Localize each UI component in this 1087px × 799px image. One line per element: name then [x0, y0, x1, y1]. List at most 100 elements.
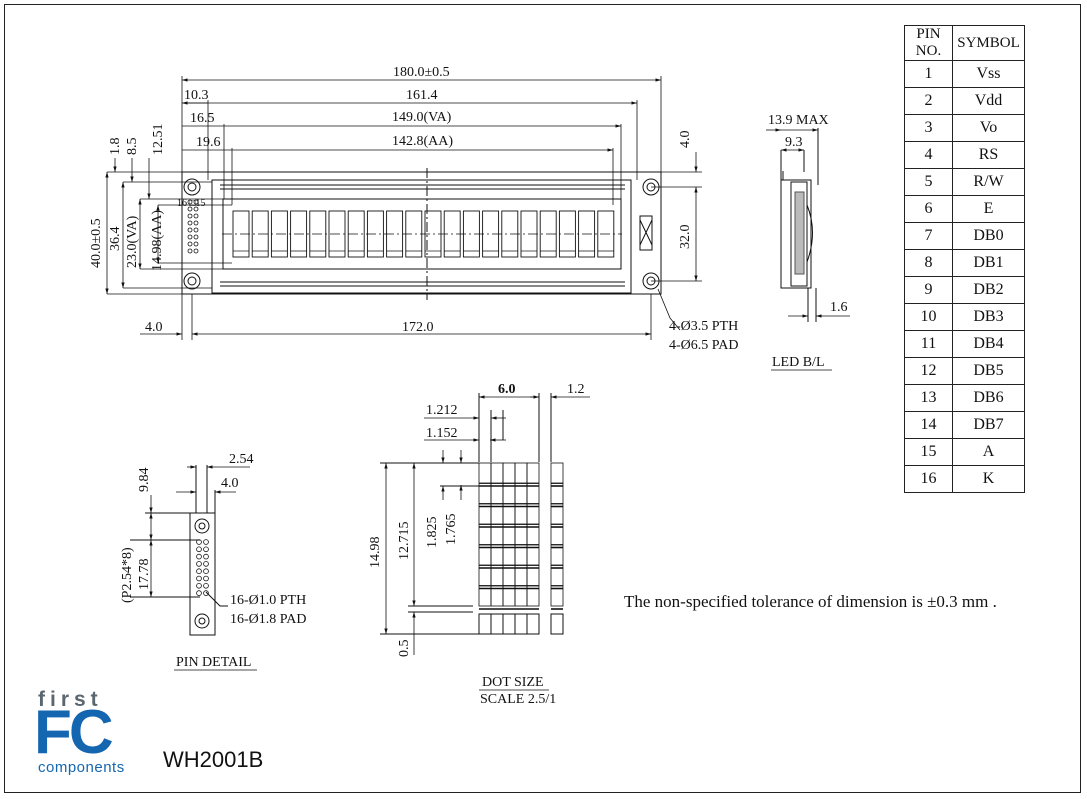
- mounting-hole: [183, 178, 201, 196]
- connector-pin: [196, 590, 202, 596]
- dim-top-4-0: 4.0: [678, 131, 693, 149]
- connector-pin: [203, 575, 209, 582]
- pin-detail-4-0: 4.0: [221, 476, 239, 491]
- pin-symbol-cell: Vss: [952, 60, 1025, 88]
- mounting-hole: [183, 272, 201, 290]
- pin-symbol-cell: DB5: [952, 357, 1025, 385]
- pin-symbol-cell: DB1: [952, 249, 1025, 277]
- pin-number-cell: 8: [904, 249, 953, 277]
- pin-number-cell: 5: [904, 168, 953, 196]
- pin-symbol-cell: DB7: [952, 411, 1025, 439]
- dot: [550, 524, 564, 545]
- pin-detail-caption: PIN DETAIL: [176, 655, 251, 670]
- connector-pin: [187, 241, 193, 247]
- side-caption: LED B/L: [772, 355, 825, 370]
- logo-first-text: first: [38, 688, 103, 711]
- dim-va-height: 23.0(VA): [125, 215, 140, 268]
- drawing-frame: [4, 4, 1081, 793]
- connector-pin: [196, 568, 202, 574]
- dot-size-labels: 6.0 1.2 1.212 1.152 14.98 12.715 1.825 1…: [368, 382, 585, 707]
- pin-number-cell: 10: [904, 303, 953, 331]
- connector-pin: [203, 561, 209, 567]
- dot-cursor: 0.5: [397, 640, 412, 658]
- pin-detail: [130, 465, 250, 636]
- pin-symbol-cell: DB0: [952, 222, 1025, 250]
- pin-number-cell: 16: [904, 465, 953, 493]
- bezel: [211, 179, 632, 294]
- side-view-labels: 13.9 MAX 9.3 1.6 LED B/L: [768, 113, 848, 371]
- pin-number-cell: 7: [904, 222, 953, 250]
- connector-pin: [193, 199, 199, 205]
- dot-caption: DOT SIZE: [482, 675, 544, 690]
- connector-pin: [203, 568, 209, 574]
- connector-pin: [196, 546, 202, 553]
- pin-number-cell: 1: [904, 60, 953, 88]
- table-header-row: PIN NO. SYMBOL: [904, 25, 1025, 61]
- character-cell: [539, 210, 557, 258]
- pin-detail-labels: 2.54 4.0 9.84 17.78 (P2.54*8) 16-Ø1.0 PT…: [120, 452, 307, 671]
- dot: [550, 503, 564, 525]
- connector-pin: [193, 234, 199, 240]
- column-header-symbol: SYMBOL: [952, 25, 1025, 61]
- pin-number-cell: 14: [904, 411, 953, 439]
- column-header-pin-no: PIN NO.: [904, 25, 953, 61]
- dim-12-51: 12.51: [151, 124, 166, 156]
- pin-detail-17-78: 17.78: [137, 559, 152, 591]
- dim-aa-width: 142.8(AA): [392, 134, 453, 149]
- pin-number-cell: 9: [904, 276, 953, 304]
- dim-height-36-4: 36.4: [108, 227, 123, 252]
- pin-detail-pitch-note: (P2.54*8): [120, 547, 135, 603]
- dim-height-40: 40.0±0.5: [89, 218, 104, 268]
- dot: [550, 585, 564, 607]
- dim-10-3: 10.3: [184, 88, 209, 103]
- pin-number-cell: 3: [904, 114, 953, 142]
- main-view-labels: 180.0±0.5 10.3 161.4 16.5 149.0(VA) 19.6…: [89, 65, 739, 353]
- side-view: [766, 128, 850, 322]
- side-1-6: 1.6: [830, 300, 848, 315]
- pin-symbol-cell: DB2: [952, 276, 1025, 304]
- dim-aa-height: 14.98(AA): [150, 210, 165, 271]
- dim-overall-width: 180.0±0.5: [393, 65, 450, 80]
- dot: [526, 544, 540, 566]
- led-backlight: [794, 191, 805, 275]
- dot-scale: SCALE 2.5/1: [480, 692, 556, 707]
- dot: [478, 462, 492, 484]
- holes-pth: 4-Ø3.5 PTH: [669, 319, 738, 334]
- dim-16-5: 16.5: [190, 111, 215, 126]
- pin-detail-pad: 16-Ø1.8 PAD: [230, 612, 307, 627]
- dot: [550, 565, 564, 586]
- connector-pin: [187, 206, 193, 212]
- backlight-connector: [639, 215, 653, 251]
- dot-char-height: 12.715: [397, 522, 412, 561]
- connector-pin: [187, 220, 193, 226]
- pin-number-cell: 11: [904, 330, 953, 358]
- side-9-3: 9.3: [785, 135, 803, 150]
- connector-pin: [203, 539, 209, 545]
- dot: [490, 462, 504, 484]
- connector-pin: [196, 561, 202, 567]
- connector-pin: [196, 582, 202, 589]
- connector-pin: [196, 575, 202, 582]
- dim-va-width: 149.0(VA): [392, 110, 452, 125]
- character-cell: [251, 210, 269, 258]
- dim-8-5: 8.5: [125, 138, 140, 156]
- pin-symbol-cell: DB3: [952, 303, 1025, 331]
- dot-w: 1.152: [426, 426, 458, 441]
- pin-symbol-cell: R/W: [952, 168, 1025, 196]
- dot: [526, 565, 540, 586]
- dot-gap-1-2: 1.2: [567, 382, 585, 397]
- connector-pins: [187, 199, 199, 254]
- pin-detail-9-84: 9.84: [137, 468, 152, 493]
- pin-number-cell: 15: [904, 438, 953, 466]
- pin-labels: 16 □15: [177, 198, 206, 209]
- dot: [550, 462, 564, 484]
